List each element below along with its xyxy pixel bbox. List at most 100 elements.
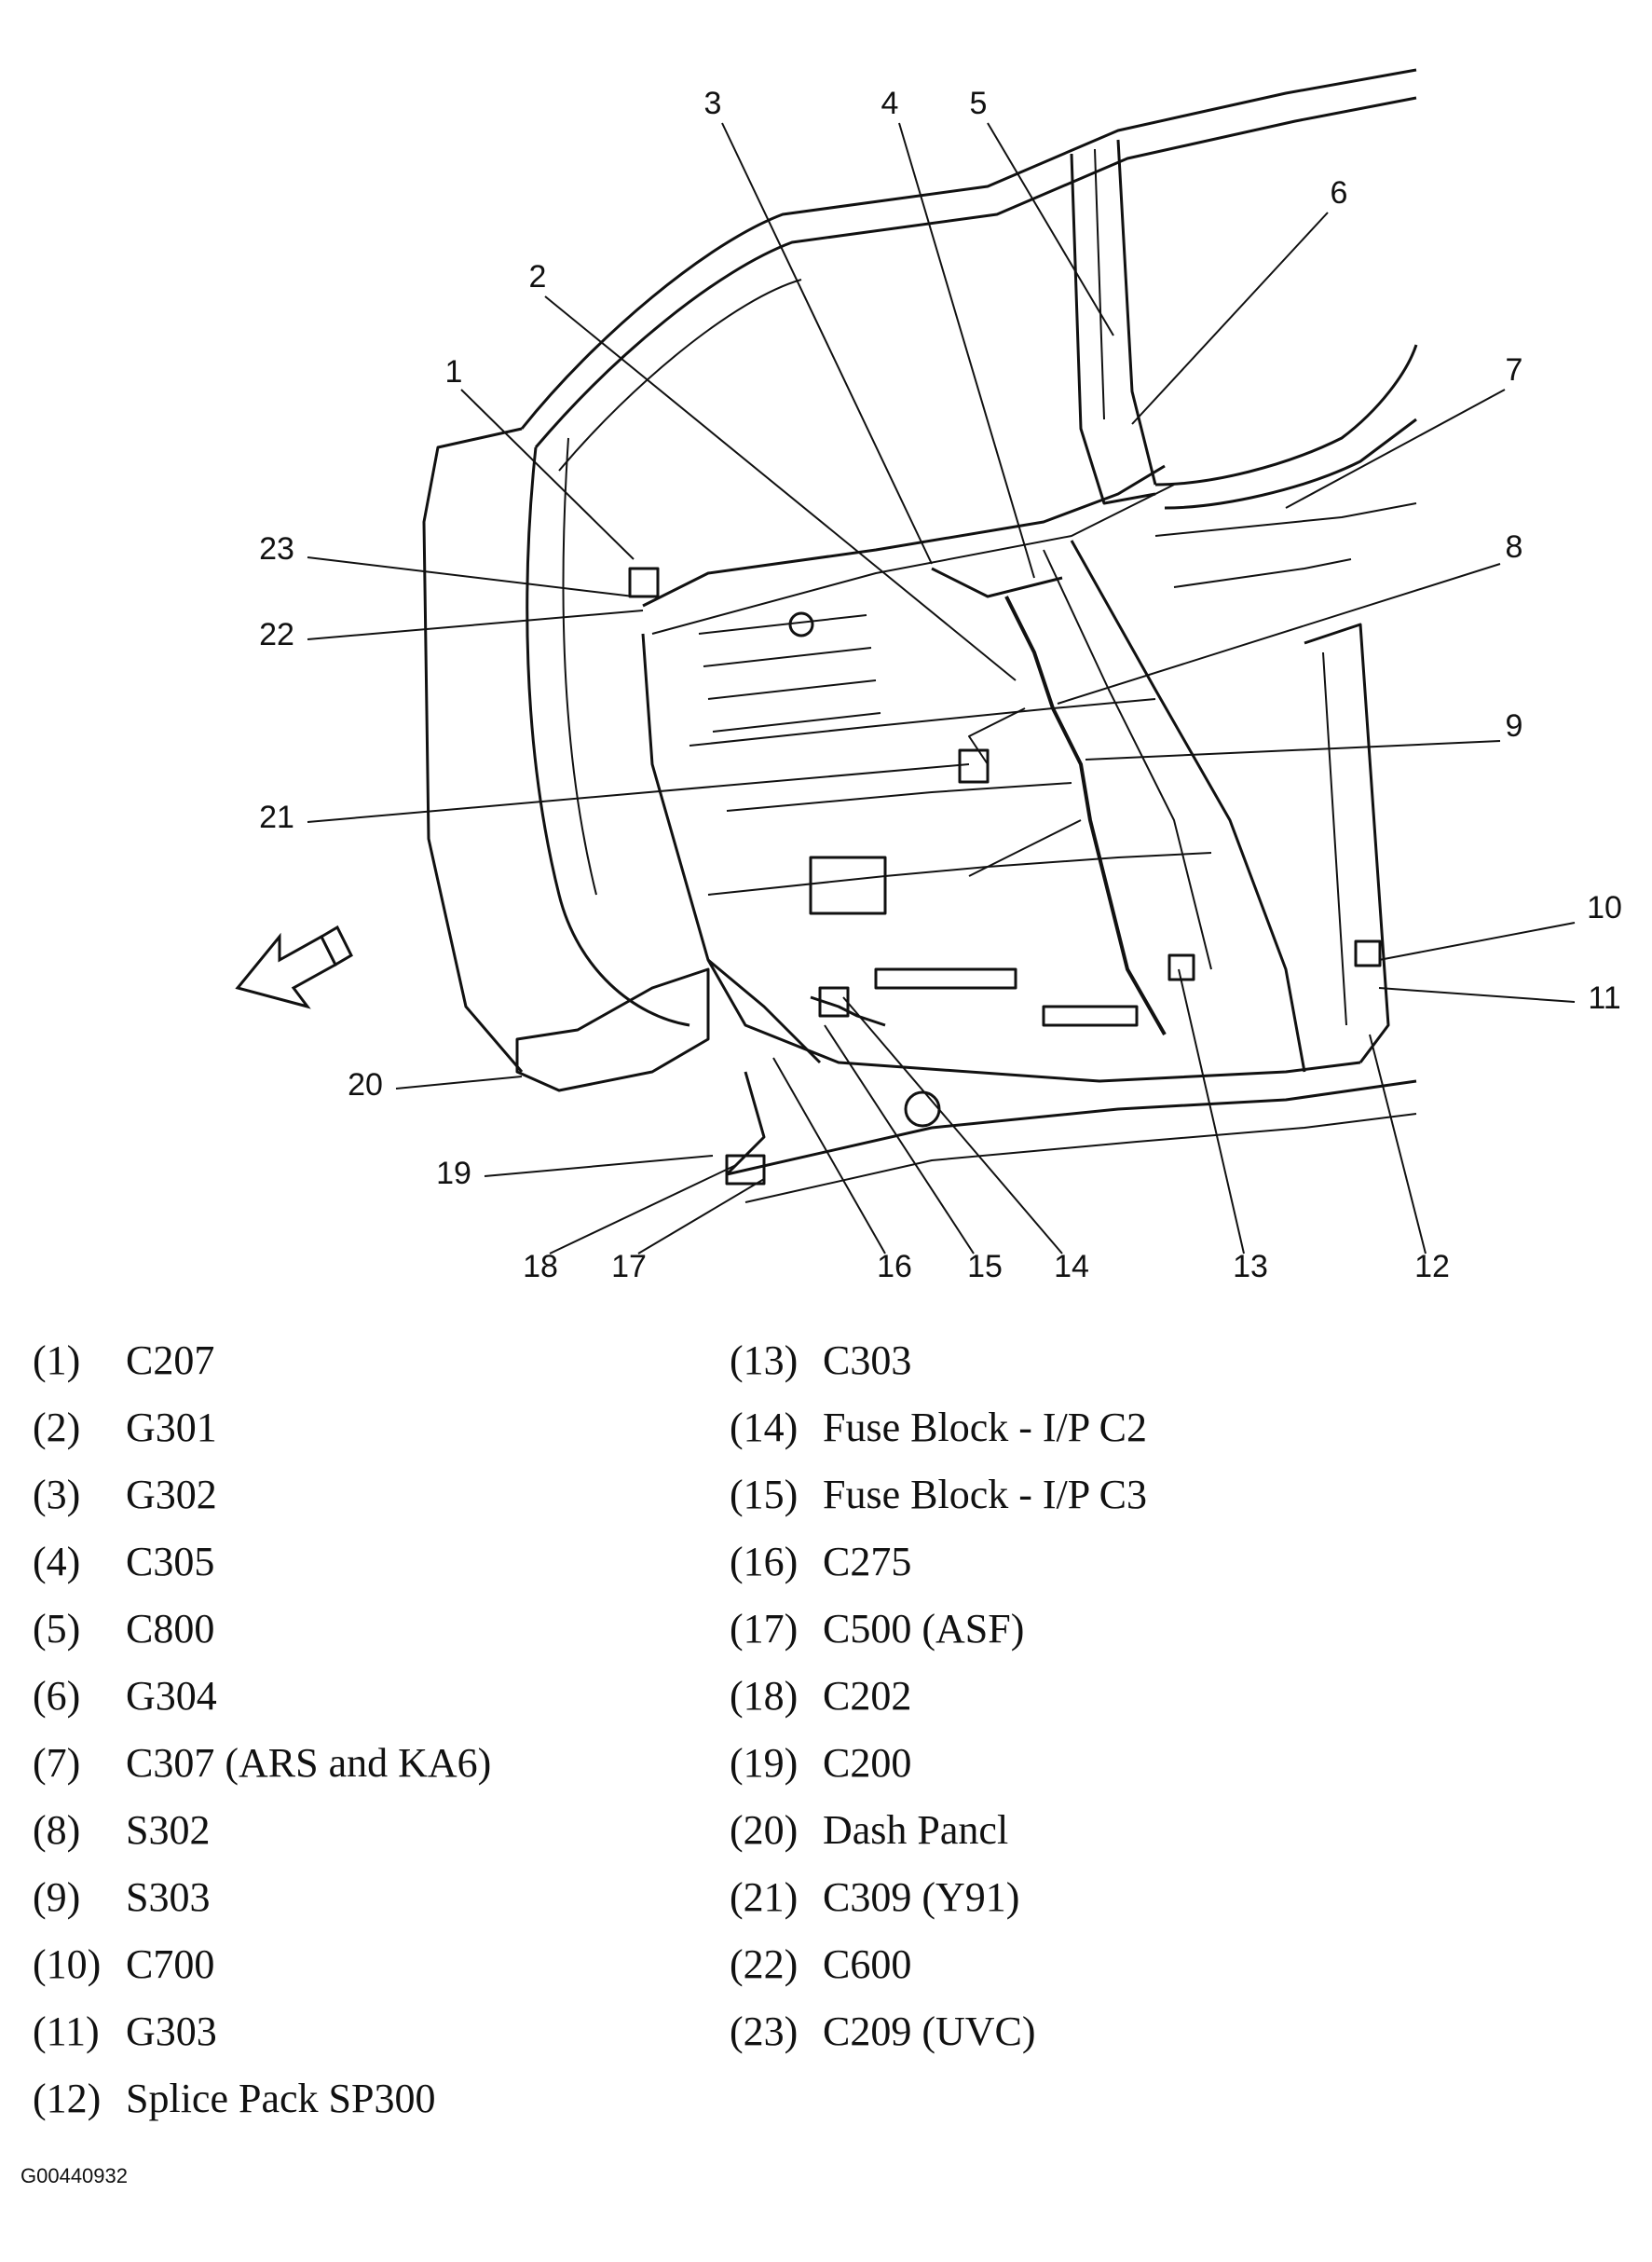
legend-item-number: (9)	[33, 1874, 81, 1920]
legend-item-number: (18)	[730, 1673, 799, 1719]
callout-number-6: 6	[1331, 175, 1348, 211]
legend-item-number: (6)	[33, 1673, 81, 1719]
legend-item: (19)C200	[730, 1743, 911, 1784]
legend-item: (5) C800	[33, 1609, 214, 1650]
legend-item: (2) G301	[33, 1407, 217, 1448]
leader-line-17	[637, 1178, 765, 1254]
legend-item-number: (4)	[33, 1539, 81, 1584]
leader-line-20	[395, 1076, 523, 1090]
legend-item-number: (23)	[730, 2008, 799, 2054]
leader-line-9	[1085, 740, 1501, 761]
leader-line-10	[1378, 922, 1576, 961]
legend-item-number: (16)	[730, 1539, 799, 1584]
legend-item-label: G301	[126, 1405, 217, 1450]
legend-item: (12)Splice Pack SP300	[33, 2078, 435, 2119]
legend-item-number: (15)	[730, 1472, 799, 1517]
legend-item-number: (22)	[730, 1941, 799, 1987]
leader-line-13	[1178, 968, 1245, 1254]
legend-item: (14) Fuse Block - I/P C2	[730, 1407, 1147, 1448]
legend-item-label: C207	[126, 1337, 215, 1383]
legend-item-label: C202	[823, 1673, 912, 1719]
legend-item-label: Splice Pack SP300	[126, 2076, 436, 2121]
legend-item: (22) C600	[730, 1944, 911, 1985]
legend-item-number: (14)	[730, 1405, 799, 1450]
leader-line-19	[484, 1155, 714, 1177]
callout-number-9: 9	[1506, 708, 1523, 744]
vehicle-body-outline	[422, 68, 1418, 1203]
legend-item: (11) G303	[33, 2011, 217, 2052]
legend-item: (7) C307 (ARS and KA6)	[33, 1743, 491, 1784]
legend-item-label: C303	[823, 1337, 912, 1383]
leader-line-14	[842, 996, 1063, 1254]
legend-item-label: C307 (ARS and KA6)	[126, 1740, 492, 1786]
callout-number-21: 21	[259, 800, 294, 835]
leader-line-3	[721, 122, 933, 565]
leader-line-1	[460, 389, 635, 560]
legend-item-label: Dash Pancl	[823, 1807, 1009, 1853]
legend-item-label: S303	[126, 1874, 211, 1920]
leader-line-8	[1057, 563, 1501, 705]
callout-number-13: 13	[1233, 1249, 1268, 1284]
leader-line-7	[1285, 389, 1506, 509]
leader-line-12	[1369, 1034, 1427, 1254]
leader-line-2	[544, 295, 1017, 681]
leader-line-5	[987, 122, 1114, 336]
callout-number-7: 7	[1506, 352, 1523, 388]
legend-item-label: C200	[823, 1740, 912, 1786]
legend-item: (10)C700	[33, 1944, 214, 1985]
callout-number-1: 1	[445, 354, 463, 390]
legend-item-label: C700	[126, 1941, 215, 1987]
legend-item-label: G303	[126, 2008, 217, 2054]
legend-item: (20) Dash Pancl	[730, 1810, 1008, 1851]
callout-number-8: 8	[1506, 529, 1523, 565]
callout-number-5: 5	[970, 86, 988, 121]
legend-item-number: (1)	[33, 1337, 81, 1383]
legend-item: (4) C305	[33, 1542, 214, 1583]
callout-leader-lines	[307, 122, 1576, 1254]
legend-item-number: (5)	[33, 1606, 81, 1652]
leader-line-21	[307, 763, 970, 823]
legend-item: (6) G304	[33, 1676, 217, 1717]
legend-item-number: (17)	[730, 1606, 799, 1652]
legend-item: (23)C209 (UVC)	[730, 2011, 1036, 2052]
legend-item-label: Fuse Block - I/P C2	[823, 1405, 1147, 1450]
legend-item-number: (3)	[33, 1472, 81, 1517]
leader-line-15	[824, 1024, 975, 1254]
legend-item-label: G302	[126, 1472, 217, 1517]
callout-number-2: 2	[529, 259, 547, 295]
leader-line-18	[549, 1164, 737, 1254]
legend-item: (18) C202	[730, 1676, 911, 1717]
legend-item-number: (11)	[33, 2008, 100, 2054]
callout-number-11: 11	[1588, 980, 1620, 1016]
legend-item-number: (8)	[33, 1807, 81, 1853]
leader-line-4	[898, 122, 1035, 579]
callout-number-16: 16	[877, 1249, 912, 1284]
callout-number-19: 19	[436, 1156, 471, 1191]
callout-number-23: 23	[259, 531, 294, 567]
legend-item-number: (7)	[33, 1740, 81, 1786]
callout-number-20: 20	[348, 1067, 383, 1103]
legend-item: (3) G302	[33, 1474, 217, 1515]
legend-item: (9) S303	[33, 1877, 210, 1918]
callout-number-17: 17	[611, 1249, 647, 1284]
callout-number-14: 14	[1054, 1249, 1089, 1284]
legend-item-number: (20)	[730, 1807, 799, 1853]
leader-line-16	[772, 1057, 886, 1254]
direction-arrow	[235, 925, 353, 1009]
legend-item-label: S302	[126, 1807, 211, 1853]
legend-item-label: G304	[126, 1673, 217, 1719]
legend-item-label: C309 (Y91)	[823, 1874, 1020, 1920]
callout-number-10: 10	[1587, 890, 1622, 925]
legend-item-label: C305	[126, 1539, 215, 1584]
legend-item-number: (2)	[33, 1405, 81, 1450]
legend-item-label: Fuse Block - I/P C3	[823, 1472, 1147, 1517]
legend-item-label: C800	[126, 1606, 215, 1652]
callout-number-18: 18	[523, 1249, 558, 1284]
callout-number-15: 15	[967, 1249, 1003, 1284]
legend-item-label: C275	[823, 1539, 912, 1584]
legend-item-label: C600	[823, 1941, 912, 1987]
callout-number-22: 22	[259, 617, 294, 652]
figure-id: G00440932	[20, 2164, 128, 2187]
